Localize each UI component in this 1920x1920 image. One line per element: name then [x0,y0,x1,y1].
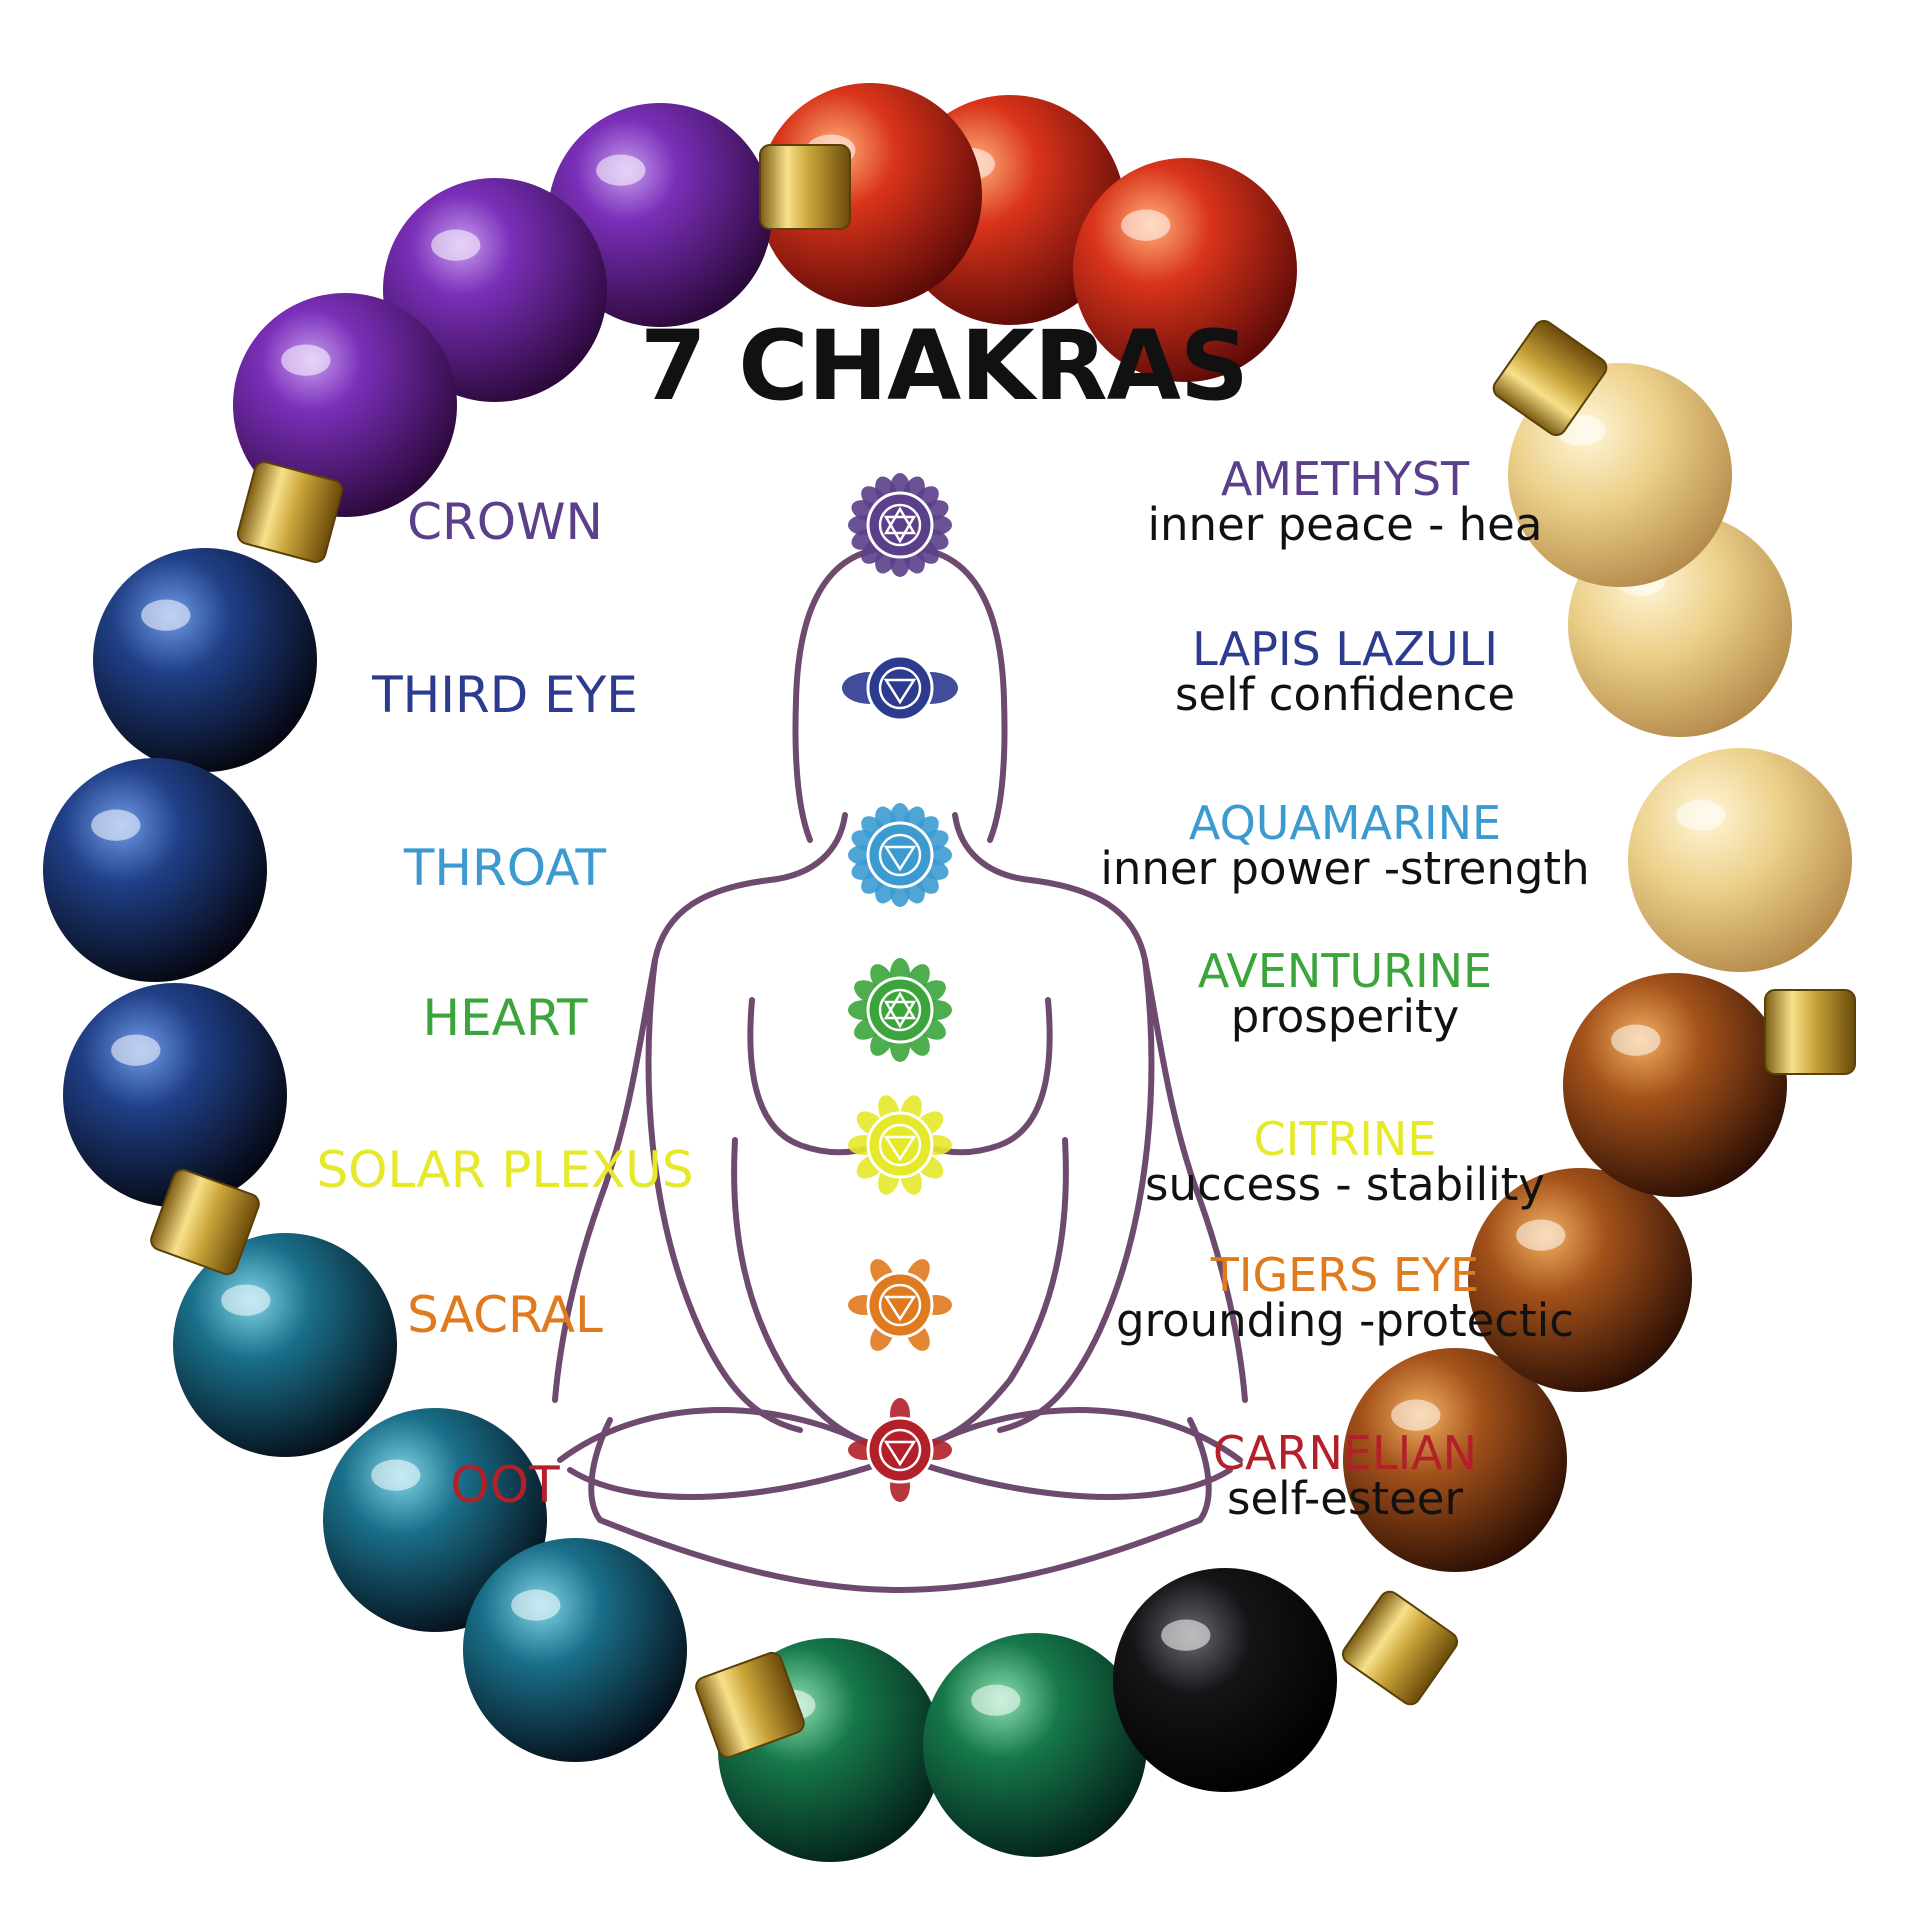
bead [1628,748,1852,972]
stone-name: AVENTURINE [1197,944,1493,998]
stone-name: TIGERS EYE [1210,1248,1480,1302]
bead-highlight [1391,1399,1441,1431]
heart-chakra-icon [848,958,952,1062]
bead-bracelet [43,83,1856,1862]
gold-spacer [759,144,851,230]
page-title: 7 CHAKRAS [640,310,1249,422]
bead-highlight [91,809,141,841]
bead [43,758,267,982]
chakra-label: CROWN [407,493,603,551]
bead-highlight [371,1459,421,1491]
stone-name: CARNELIAN [1212,1426,1478,1480]
bead-highlight [221,1284,271,1316]
gold-spacer [1492,319,1608,437]
solar-plexus-chakra-icon [848,1095,952,1195]
root-chakra-icon [848,1398,952,1502]
third-eye-chakra-icon [842,654,958,722]
bead-highlight [281,344,331,376]
bead-highlight [971,1684,1021,1716]
chakra-label: SACRAL [407,1286,603,1344]
stone-name: AQUAMARINE [1188,796,1502,850]
bead-highlight [1676,799,1726,831]
bead-highlight [1121,209,1171,241]
throat-chakra-icon [848,803,952,907]
bead-highlight [596,154,646,186]
chakra-label: HEART [422,989,588,1047]
chakra-label: SOLAR PLEXUS [316,1141,694,1199]
stone-meaning: prosperity [1230,990,1460,1043]
chakra-label: THIRD EYE [372,666,638,724]
stone-meaning: self-esteer [1227,1472,1463,1525]
bead-highlight [511,1589,561,1621]
stone-meaning: self confidence [1174,668,1516,721]
gold-spacer [236,461,344,563]
stone-meaning: inner peace - hea [1147,498,1543,551]
bead-highlight [1161,1619,1211,1651]
stone-meaning: success - stability [1145,1158,1545,1211]
sacral-chakra-icon [848,1259,952,1351]
gold-spacer [695,1651,805,1759]
crown-chakra-icon [848,473,952,577]
stone-name: CITRINE [1253,1112,1437,1166]
bead-highlight [1611,1024,1661,1056]
chakra-label: THROAT [403,839,607,897]
stone-meaning: grounding -protectic [1116,1294,1574,1347]
bead-highlight [111,1034,161,1066]
chakra-label: OOT [450,1456,560,1514]
bead [923,1633,1147,1857]
gold-spacer [1764,989,1856,1075]
stone-meaning: inner power -strength [1100,842,1590,895]
bead [93,548,317,772]
bead-highlight [1516,1219,1566,1251]
bead [463,1538,687,1762]
bead-highlight [141,599,191,631]
gold-spacer [150,1168,260,1276]
bead [1113,1568,1337,1792]
stone-name: AMETHYST [1220,452,1470,506]
stone-name: LAPIS LAZULI [1192,622,1498,676]
meditating-figure-outline [552,544,1248,1593]
gold-spacer [1341,1590,1459,1706]
bead-highlight [431,229,481,261]
